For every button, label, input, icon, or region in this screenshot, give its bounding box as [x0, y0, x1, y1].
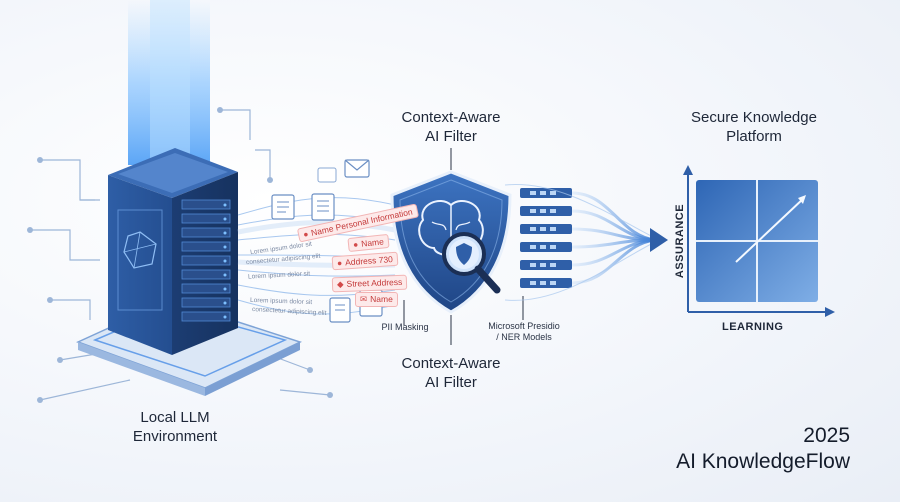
light-beam	[128, 0, 210, 165]
person-icon: ●	[352, 239, 359, 250]
axis-label-x: LEARNING	[722, 321, 784, 333]
filter-label-bottom: Context-Aware AI Filter	[401, 355, 501, 391]
pin-icon: ◆	[336, 278, 344, 290]
footer-brand: AI KnowledgeFlow	[676, 450, 850, 473]
axis-label-y: ASSURANCE	[674, 203, 686, 279]
circuit-lines	[30, 109, 331, 401]
flow-arrow-icon	[650, 228, 668, 252]
local-env-label: Local LLM Environment	[132, 409, 218, 445]
pii-tag: ✉Name	[355, 292, 398, 307]
server-tower	[108, 148, 238, 355]
mail-icon: ✉	[360, 294, 368, 304]
pii-tag: ◆Street Address	[331, 274, 408, 293]
presidio-label: Microsoft Presidio / NER Models	[488, 321, 560, 342]
filter-label-top: Context-Aware AI Filter	[401, 109, 501, 145]
converging-streams	[571, 191, 656, 285]
person-icon: ●	[336, 257, 343, 268]
pii-masking-label: PII Masking	[381, 322, 429, 332]
person-icon: ●	[302, 228, 310, 240]
platform-label: Secure Knowledge Platform	[691, 109, 817, 145]
filtered-output	[520, 188, 572, 288]
shield-icon	[390, 170, 512, 314]
footer-year: 2025	[803, 424, 850, 447]
assurance-learning-chart	[683, 165, 835, 317]
